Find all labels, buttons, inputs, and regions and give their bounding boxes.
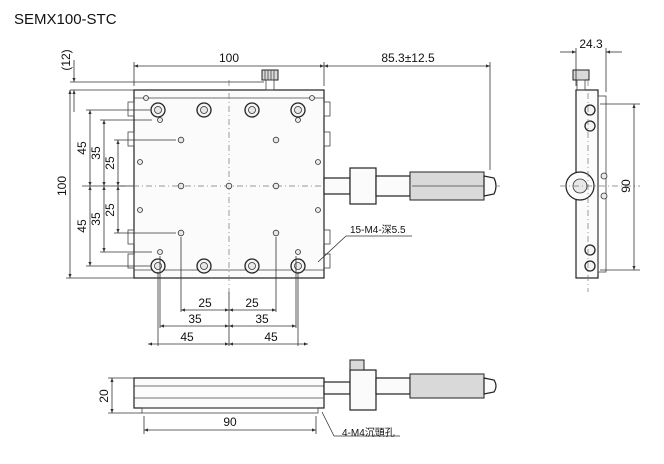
dim-bottom-45-left: 45 [180, 330, 194, 344]
dim-bottom-35-left: 35 [188, 312, 202, 326]
dim-left-45-top: 45 [75, 141, 89, 155]
counterbore-label: 4-M4沉頭孔 [342, 426, 395, 439]
dim-travel: 85.3±12.5 [381, 51, 435, 65]
front-body [133, 377, 325, 409]
dim-left-35-top: 35 [89, 146, 103, 160]
tapped-holes [137, 95, 321, 255]
dim-left-25-top: 25 [103, 156, 117, 170]
dim-bottom-45-right: 45 [264, 330, 278, 344]
dim-front-height: 20 [97, 389, 111, 403]
dim-front-width: 90 [223, 415, 237, 429]
tapped-holes-label: 15-M4-深5.5 [350, 224, 406, 236]
side-lock-knob [572, 69, 590, 81]
dim-width: 100 [219, 51, 239, 65]
micrometer-head [323, 167, 497, 205]
dim-left-35-bottom: 35 [89, 212, 103, 226]
dim-offset: (12) [59, 49, 73, 70]
front-micrometer [409, 373, 485, 399]
dim-bottom-35-right: 35 [255, 312, 269, 326]
dim-side-height: 90 [619, 179, 633, 193]
dim-side-thickness: 24.3 [579, 37, 603, 51]
dim-left-45-bottom: 45 [75, 219, 89, 233]
dim-height: 100 [55, 176, 69, 196]
model-title: SEMX100-STC [14, 11, 117, 28]
lock-knob [261, 69, 279, 81]
dim-bottom-25-right: 25 [245, 296, 259, 310]
front-view: 20 90 4-M4沉頭孔 [97, 359, 497, 439]
dim-left-25-bottom: 25 [103, 203, 117, 217]
dim-bottom-25-left: 25 [198, 296, 212, 310]
side-view: 24.3 90 [560, 37, 640, 292]
top-view: 100 85.3±12.5 (12) 100 45 35 25 25 35 [55, 49, 500, 346]
